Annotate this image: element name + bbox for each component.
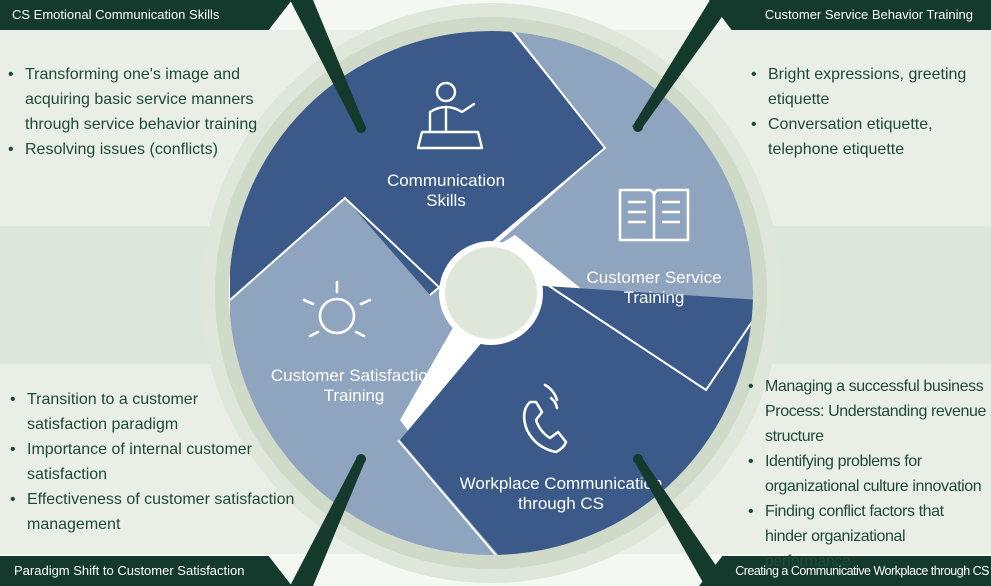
hub-inner [445,247,537,339]
communication-label-2: Skills [426,191,466,210]
phone-icon [522,383,568,454]
satisfaction-label-1: Customer Satisfaction [271,366,437,385]
list-item: Effectiveness of customer satisfactionma… [10,487,300,537]
list-item: Conversation etiquette,telephone etiquet… [751,112,976,162]
connector-dot-bottom-left [356,454,366,464]
tag-customer-service-behavior: Customer Service Behavior Training [709,0,991,30]
connector-dot-top-right [633,122,643,132]
quadrant-communication [230,31,605,300]
communication-label-1: Communication [387,171,505,190]
connector-bottom-left [290,459,366,586]
presenter-icon [416,81,484,150]
satisfaction-label-2: Training [324,386,385,405]
list-item: Resolving issues (conflicts) [8,137,278,162]
workplace-label-2: through CS [518,494,604,513]
connector-top-right [632,0,734,127]
customer-service-label-1: Customer Service [586,268,721,287]
workplace-label-1: Workplace Communication [460,474,663,493]
connector-top-left [290,0,366,128]
connector-dot-bottom-right [633,454,643,464]
connector-dot-top-left [356,123,366,133]
tag-cs-emotional-communication: CS Emotional Communication Skills [0,0,292,30]
book-icon [618,188,690,242]
list-item: Importance of internal customersatisfact… [10,437,300,487]
customer-service-label-2: Training [624,288,685,307]
sun-icon [302,280,372,338]
connector-bottom-right [633,459,730,586]
tag-paradigm-shift: Paradigm Shift to Customer Satisfaction [0,556,292,586]
